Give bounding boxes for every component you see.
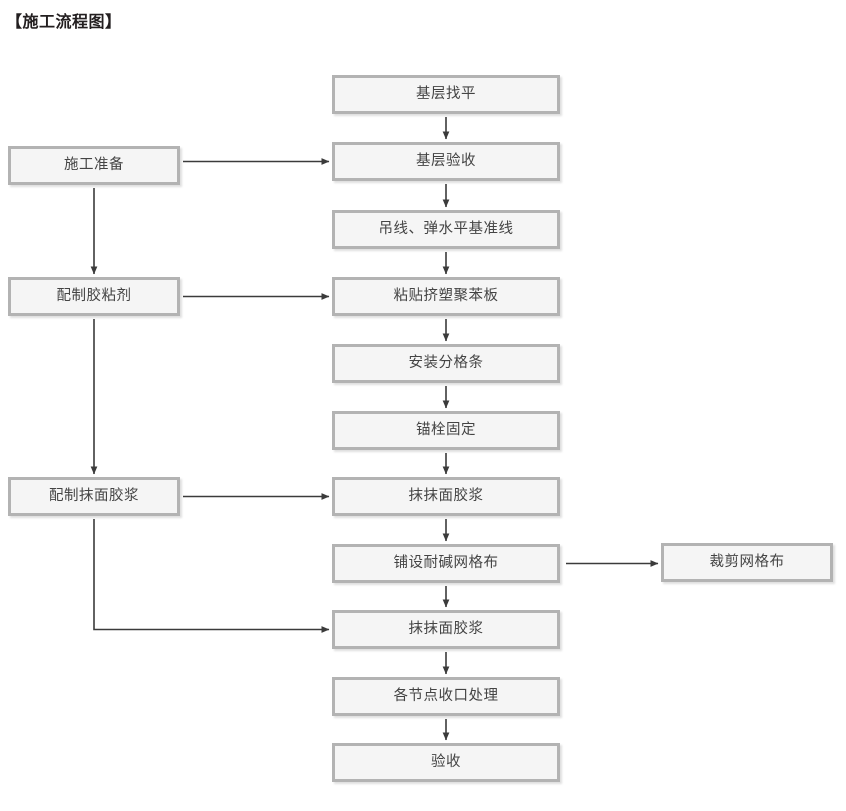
- node-plumb-and-level-lines[interactable]: 吊线、弹水平基准线: [332, 210, 560, 249]
- node-prepare-finishing-mortar[interactable]: 配制抹面胶浆: [8, 477, 180, 516]
- node-label: 抹抹面胶浆: [408, 488, 484, 505]
- node-cut-mesh-cloth[interactable]: 裁剪网格布: [661, 543, 833, 582]
- node-joint-closure-treatment[interactable]: 各节点收口处理: [332, 677, 560, 716]
- node-apply-finishing-mortar-first[interactable]: 抹抹面胶浆: [332, 477, 560, 516]
- node-label: 验收: [431, 754, 461, 771]
- node-label: 裁剪网格布: [709, 554, 785, 571]
- node-label: 施工准备: [64, 157, 124, 174]
- edge-mortar-mix-to-mortar2: [93, 519, 330, 633]
- node-label: 基层找平: [416, 86, 476, 103]
- node-prepare-adhesive[interactable]: 配制胶粘剂: [8, 277, 180, 316]
- node-anchor-fixing[interactable]: 锚栓固定: [332, 411, 560, 450]
- node-label: 基层验收: [416, 153, 476, 170]
- page-title: 【施工流程图】: [6, 12, 122, 31]
- node-label: 抹抹面胶浆: [408, 621, 484, 638]
- node-label: 锚栓固定: [416, 422, 476, 439]
- node-label: 配制抹面胶浆: [49, 488, 139, 505]
- node-install-division-strips[interactable]: 安装分格条: [332, 344, 560, 383]
- node-label: 各节点收口处理: [393, 688, 499, 705]
- node-base-leveling[interactable]: 基层找平: [332, 75, 560, 114]
- node-label: 吊线、弹水平基准线: [378, 221, 514, 238]
- node-bond-xps-board[interactable]: 粘贴挤塑聚苯板: [332, 277, 560, 316]
- node-label: 铺设耐碱网格布: [393, 555, 499, 572]
- node-apply-finishing-mortar-second[interactable]: 抹抹面胶浆: [332, 610, 560, 649]
- node-construction-preparation[interactable]: 施工准备: [8, 146, 180, 185]
- node-final-acceptance[interactable]: 验收: [332, 743, 560, 782]
- node-lay-alkali-resistant-mesh[interactable]: 铺设耐碱网格布: [332, 544, 560, 583]
- node-label: 粘贴挤塑聚苯板: [393, 288, 499, 305]
- node-label: 配制胶粘剂: [56, 288, 132, 305]
- node-label: 安装分格条: [408, 355, 484, 372]
- node-base-acceptance[interactable]: 基层验收: [332, 142, 560, 181]
